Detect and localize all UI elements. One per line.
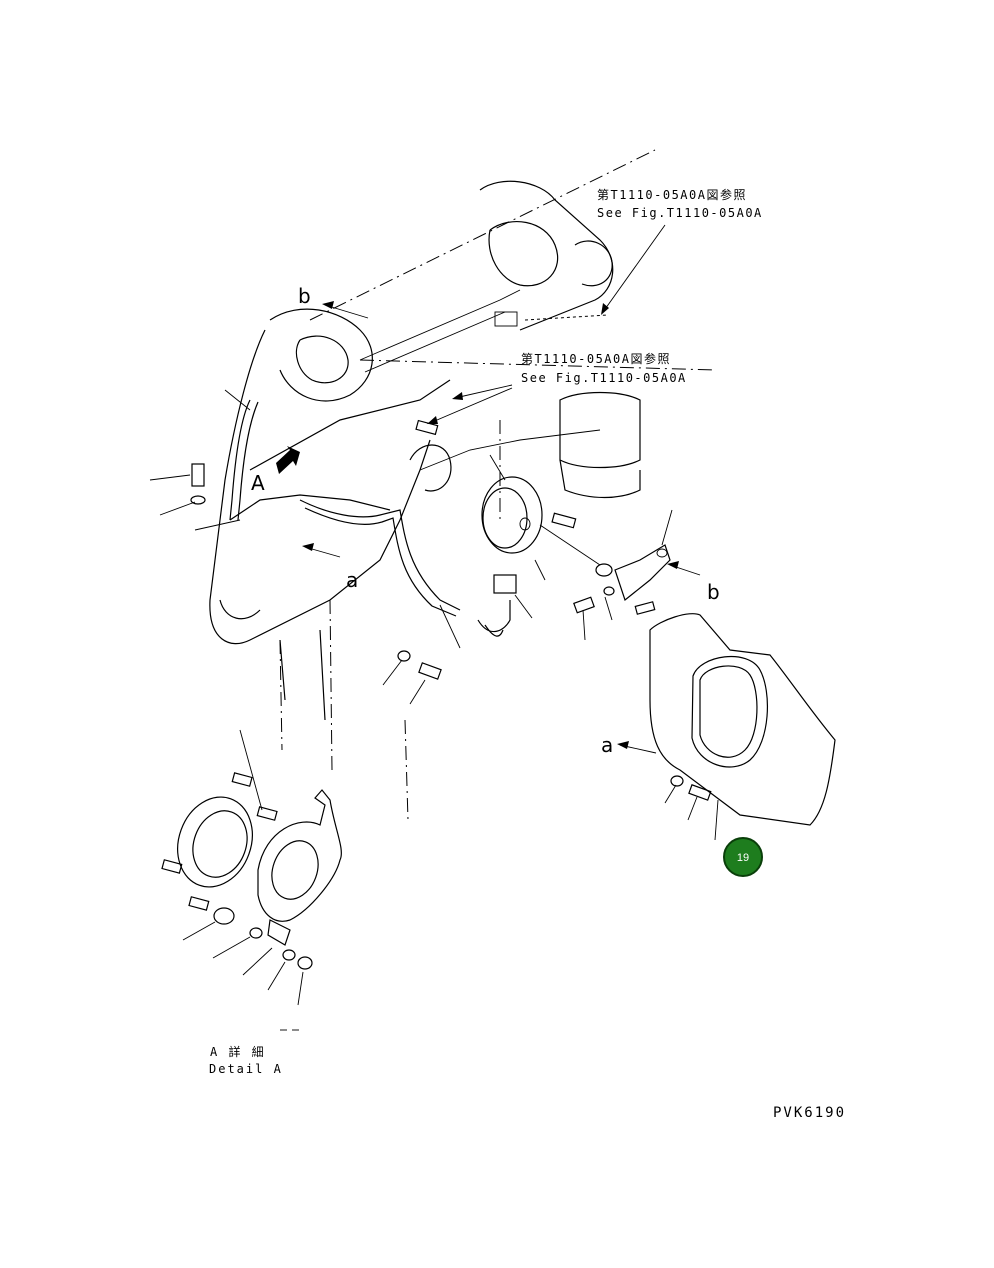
callout-number: 19 bbox=[737, 852, 749, 864]
upper-pin-assembly bbox=[359, 180, 614, 373]
reference-note-mid-en: See Fig.T1110-05A0A bbox=[521, 371, 687, 385]
disc-component bbox=[481, 476, 543, 594]
reference-note-top-jp: 第T1110-05A0A図参照 bbox=[597, 187, 747, 202]
callout-badge-19[interactable]: 19 bbox=[723, 837, 763, 877]
right-bracket bbox=[614, 544, 671, 602]
detail-a-title-jp: A 詳 細 bbox=[210, 1044, 266, 1059]
arrows bbox=[276, 224, 701, 754]
label-a-right: a bbox=[601, 733, 613, 757]
reference-note-mid-jp: 第T1110-05A0A図参照 bbox=[521, 351, 671, 366]
grease-lines bbox=[229, 399, 511, 637]
view-direction-arrow bbox=[276, 446, 300, 474]
label-detail-A-marker: A bbox=[251, 471, 265, 495]
fasteners-upper bbox=[190, 419, 712, 801]
centerlines bbox=[279, 149, 716, 821]
reference-note-top-en: See Fig.T1110-05A0A bbox=[597, 206, 763, 220]
cover-plate bbox=[649, 613, 836, 826]
label-a-mid: a bbox=[346, 568, 358, 592]
figure-code: PVK6190 bbox=[773, 1105, 846, 1121]
label-b-right: b bbox=[707, 580, 720, 604]
label-b-top: b bbox=[298, 284, 311, 308]
main-frame bbox=[209, 308, 641, 721]
detail-a-title-en: Detail A bbox=[209, 1062, 283, 1076]
detail-a-view bbox=[161, 729, 342, 1031]
leader-lines bbox=[149, 389, 719, 841]
